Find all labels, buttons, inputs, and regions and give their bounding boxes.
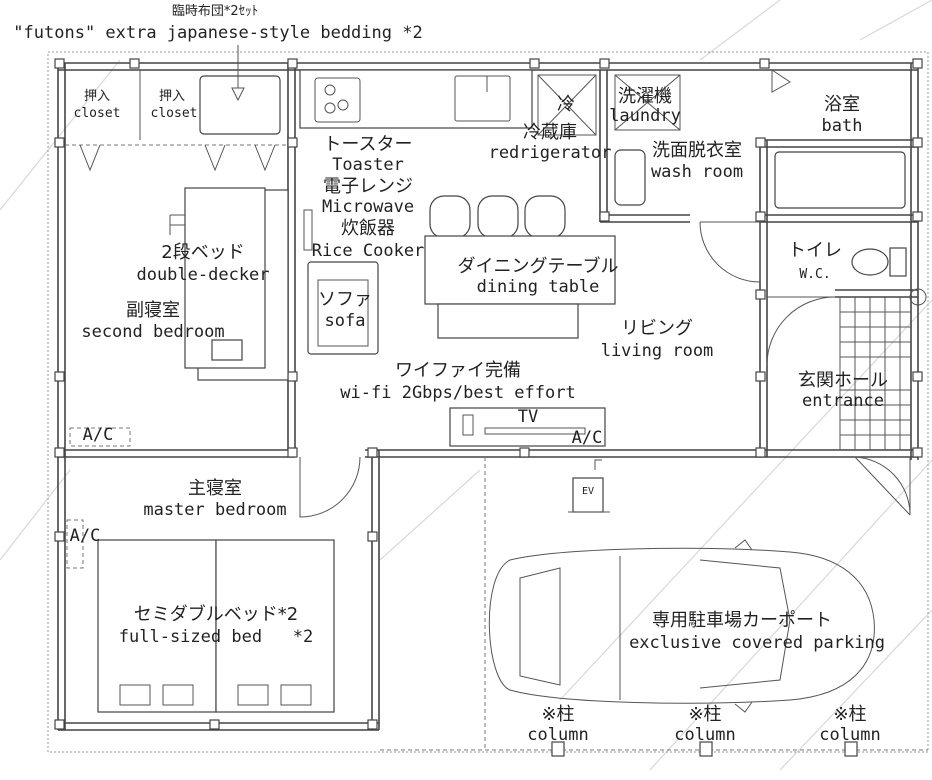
column-label-en-2: column [674, 725, 735, 745]
living-label-jp: リビング [621, 318, 693, 339]
futons-label-jp: 臨時布団*2ｾｯﾄ [172, 4, 258, 19]
wifi-label-jp: ワイファイ完備 [395, 360, 521, 381]
fridge-label-jp1: 冷 [557, 94, 575, 115]
washroom-label-en: wash room [651, 162, 743, 182]
parking-label-jp: 専用駐車場カーポート [652, 610, 832, 631]
bathtub [774, 151, 906, 209]
laundry-label-en: laundry [609, 106, 681, 126]
wifi-label-en: wi-fi 2Gbps/best effort [340, 383, 575, 403]
dining-label-en: dining table [477, 277, 600, 297]
ev-charger-icon: EV [568, 459, 610, 513]
dining-furniture [424, 195, 616, 339]
column-marker-2 [699, 741, 713, 757]
ac-label-master: A/C [70, 526, 101, 546]
car-icon [488, 539, 875, 713]
entrance-label-en: entrance [802, 391, 884, 411]
sofa-label-en: sofa [325, 311, 366, 331]
ac-label-living: A/C [572, 428, 603, 448]
column-label-jp-1: ※柱 [541, 704, 574, 725]
beds-label-jp: セミダブルベッド*2 [134, 603, 298, 625]
second-bedroom-label-en: second bedroom [81, 322, 224, 342]
toilet-label-jp: トイレ [788, 240, 842, 261]
full-sized-beds [97, 539, 335, 713]
doors [299, 69, 911, 518]
living-label-en: living room [601, 341, 714, 361]
walls [57, 62, 919, 731]
sofa-label-jp: ソファ [318, 289, 372, 310]
closet2-label-en: closet [151, 106, 198, 121]
closet2-label-jp: 押入 [159, 89, 185, 104]
entrance-tiles [839, 297, 911, 450]
closet1-label-jp: 押入 [84, 89, 110, 104]
toilet-label-en: W.C. [799, 267, 830, 282]
column-label-jp-2: ※柱 [688, 704, 721, 725]
master-bedroom-label-en: master bedroom [143, 500, 286, 520]
ac-unit-second-bedroom [69, 427, 131, 447]
column-label-en-1: column [527, 725, 588, 745]
closets [65, 45, 288, 172]
site-boundary [47, 51, 929, 753]
kitchen-counter [299, 69, 533, 129]
microwave-label-jp: 電子レンジ [323, 176, 413, 197]
bath-label-jp: 浴室 [824, 94, 860, 115]
entrance-label-jp: 玄関ホール [798, 370, 888, 391]
rice-cooker-label-jp: 炊飯器 [341, 218, 395, 239]
second-bedroom-label-jp: 副寝室 [126, 300, 180, 321]
fridge-label-en: redrigerator [489, 143, 612, 163]
master-bedroom-label-jp: 主寝室 [188, 478, 242, 499]
beds-label-en: full-sized bed *2 [119, 627, 313, 647]
wall-columns [54, 58, 923, 730]
appliances [537, 74, 681, 206]
column-marker-3 [844, 741, 858, 757]
fridge-label-jp2: 冷蔵庫 [523, 122, 577, 143]
sofa-and-shelf [303, 209, 379, 355]
microwave-label-en: Microwave [322, 197, 414, 217]
rice-cooker-label-en: Rice Cooker [312, 241, 425, 261]
bath-label-en: bath [822, 116, 863, 136]
dining-label-jp: ダイニングテーブル [458, 255, 619, 277]
toaster-label-en: Toaster [332, 155, 404, 175]
tv-unit [449, 407, 606, 447]
parking-label-en: exclusive covered parking [629, 633, 885, 653]
parking-area [380, 457, 928, 751]
bunk-label-en: double-decker [136, 265, 269, 285]
column-label-en-3: column [819, 725, 880, 745]
ac-label-second-bedroom: A/C [83, 425, 114, 445]
ac-unit-master [66, 519, 84, 569]
laundry-label-jp: 洗濯機 [618, 86, 672, 107]
double-decker-bed [169, 187, 289, 381]
bunk-label-jp: 2段ベッド [161, 242, 244, 263]
futons-label-en: "futons" extra japanese-style bedding *2 [13, 23, 422, 43]
column-label-jp-3: ※柱 [833, 704, 866, 725]
tv-label: TV [518, 407, 538, 427]
toilet-fixture [851, 247, 927, 306]
column-marker-1 [551, 741, 565, 757]
svg-text:EV: EV [582, 486, 594, 497]
washroom-label-jp: 洗面脱衣室 [652, 140, 742, 161]
toaster-label-jp: トースター [323, 134, 412, 155]
closet1-label-en: closet [74, 106, 121, 121]
